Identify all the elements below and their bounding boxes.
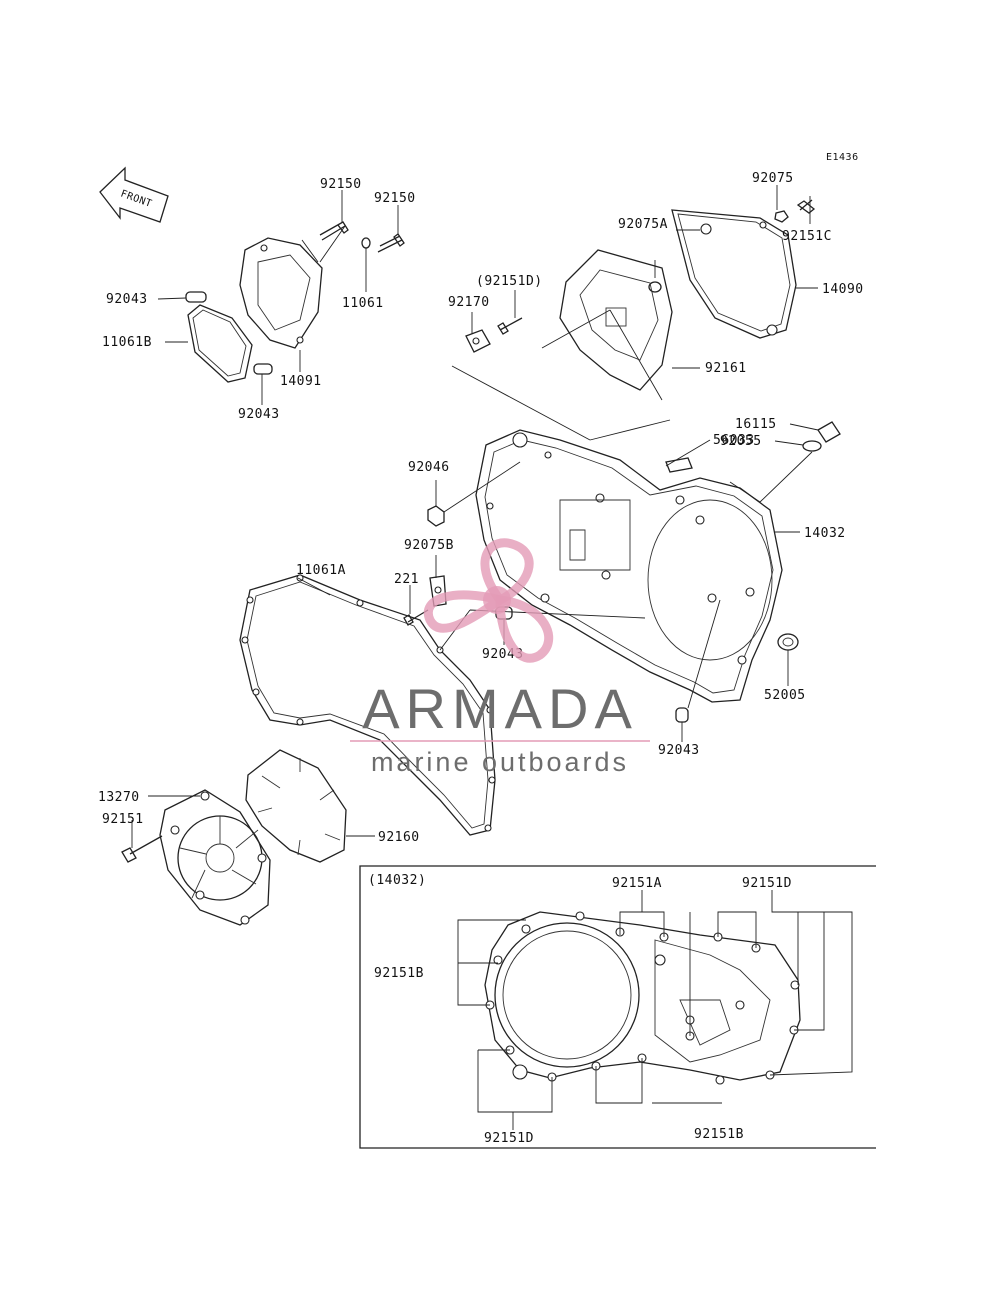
label-92151d-top: (92151D) [476,274,543,289]
label-11061: 11061 [342,296,384,311]
part-labels: 92150 92150 92043 11061 11061B 14091 920… [98,171,864,1146]
pump-cover-group [157,190,405,405]
label-92151c: 92151C [782,229,832,244]
front-label: FRONT [119,188,153,209]
inset-panel [359,865,876,1149]
watermark-brand: ARMADA [362,677,638,740]
label-92075b: 92075B [404,538,454,553]
inset-title: (14032) [368,873,426,888]
label-14090: 14090 [822,282,864,297]
label-11061a: 11061A [296,563,346,578]
watermark: ARMADA marine outboards [350,538,650,777]
label-92151b-inset-1: 92151B [374,966,424,981]
mount-bracket-group [451,290,671,441]
label-92055: 92055 [720,434,762,449]
label-92043-d: 92043 [658,743,700,758]
label-52005: 52005 [764,688,806,703]
label-92151a-inset: 92151A [612,876,662,891]
label-92043-b: 92043 [238,407,280,422]
diagram-ref-code: E1436 [826,152,859,163]
label-92160: 92160 [378,830,420,845]
label-92150-b: 92150 [374,191,416,206]
label-13270: 13270 [98,790,140,805]
label-14091: 14091 [280,374,322,389]
cover-gasket [239,574,646,836]
label-56033: 56033 [713,433,755,448]
label-92043-a: 92043 [106,292,148,307]
label-92151b-inset-2: 92151B [694,1127,744,1142]
propeller-logo-icon [423,538,554,663]
label-92151d-inset-2: 92151D [484,1131,534,1146]
label-92075a: 92075A [618,217,668,232]
label-92046: 92046 [408,460,450,475]
outer-cover-group [541,185,818,401]
label-92150-a: 92150 [320,177,362,192]
label-92151: 92151 [102,812,144,827]
label-92151d-inset-1: 92151D [742,876,792,891]
label-92161: 92161 [705,361,747,376]
label-11061b: 11061B [102,335,152,350]
label-16115: 16115 [735,417,777,432]
label-92170: 92170 [448,295,490,310]
label-14032: 14032 [804,526,846,541]
inspection-cover-group [121,749,375,926]
label-221: 221 [394,572,419,587]
watermark-tagline: marine outboards [371,747,629,777]
front-arrow-icon: FRONT [99,166,169,223]
label-92075: 92075 [752,171,794,186]
